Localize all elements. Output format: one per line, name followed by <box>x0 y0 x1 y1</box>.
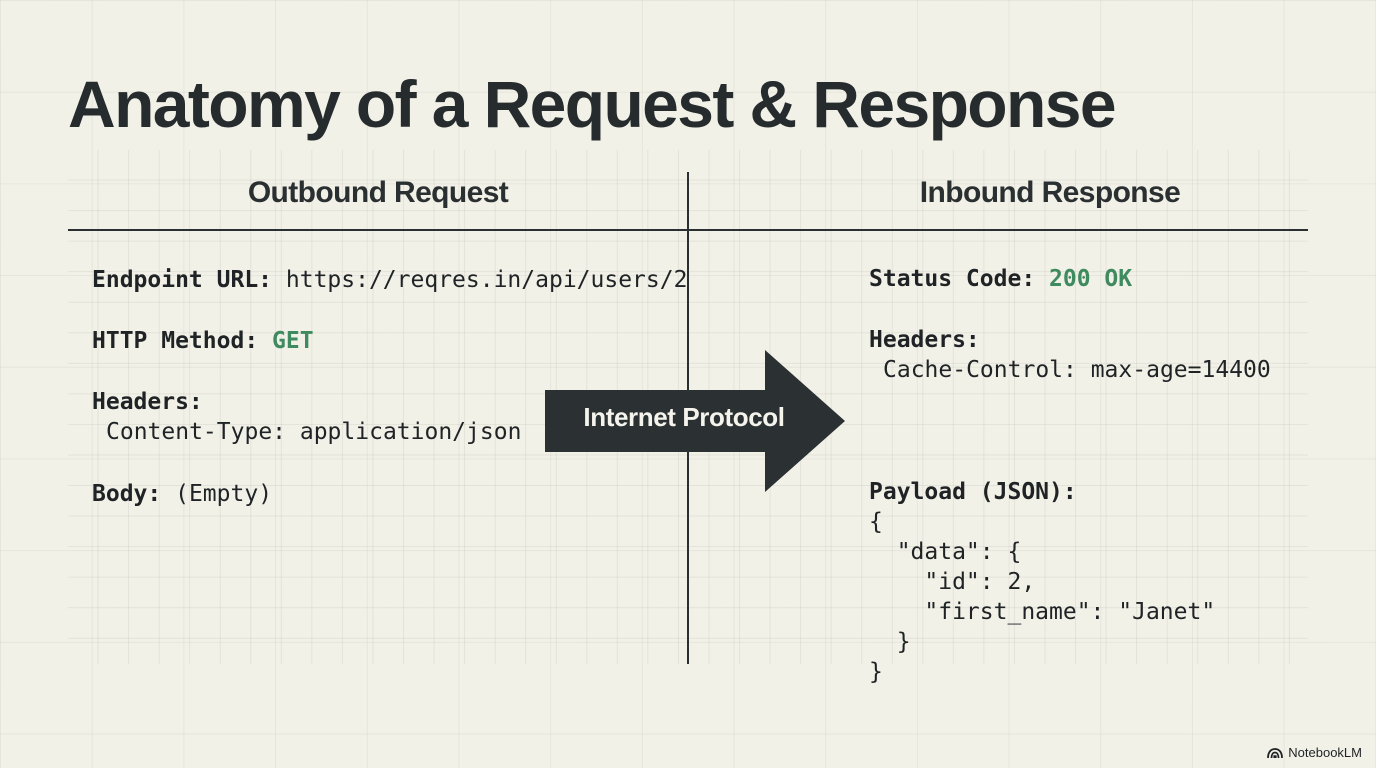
request-endpoint: Endpoint URL: https://reqres.in/api/user… <box>92 265 687 295</box>
endpoint-value: https://reqres.in/api/users/2 <box>285 267 688 293</box>
endpoint-label: Endpoint URL: <box>92 267 273 293</box>
status-value: 200 OK <box>1049 266 1133 292</box>
notebooklm-watermark: NotebookLM <box>1267 745 1362 760</box>
request-method: HTTP Method: GET <box>92 326 314 356</box>
request-column-header: Outbound Request <box>247 176 509 209</box>
payload-line: "data": { <box>869 539 1022 565</box>
request-header-line: Content-Type: application/json <box>106 419 522 445</box>
response-status: Status Code: 200 OK <box>869 264 1132 294</box>
response-headers: Headers: Cache-Control: max-age=14400 <box>869 325 1271 385</box>
method-label: HTTP Method: <box>92 328 259 354</box>
payload-line: } <box>869 629 911 655</box>
payload-line: { <box>869 509 883 535</box>
body-value: (Empty) <box>175 481 273 507</box>
request-headers: Headers: Content-Type: application/json <box>92 387 521 447</box>
page-title: Anatomy of a Request & Response <box>68 67 1117 141</box>
status-label: Status Code: <box>869 266 1036 292</box>
request-headers-label: Headers: <box>92 389 203 415</box>
arrow-right-icon <box>545 350 845 492</box>
response-header-line: Cache-Control: max-age=14400 <box>883 357 1271 383</box>
payload-line: "id": 2, <box>869 569 1036 595</box>
response-headers-label: Headers: <box>869 327 980 353</box>
payload-label: Payload (JSON): <box>869 479 1077 505</box>
request-body: Body: (Empty) <box>92 479 272 509</box>
arrow-label: Internet Protocol <box>583 402 785 432</box>
response-payload: Payload (JSON): { "data": { "id": 2, "fir… <box>869 417 1215 717</box>
response-column-header: Inbound Response <box>919 176 1181 209</box>
payload-line: } <box>869 659 883 685</box>
notebooklm-logo-icon <box>1267 747 1284 758</box>
payload-line: "first_name": "Janet" <box>869 599 1216 625</box>
body-label: Body: <box>92 481 162 507</box>
method-value: GET <box>272 328 314 354</box>
watermark-text: NotebookLM <box>1288 745 1362 760</box>
